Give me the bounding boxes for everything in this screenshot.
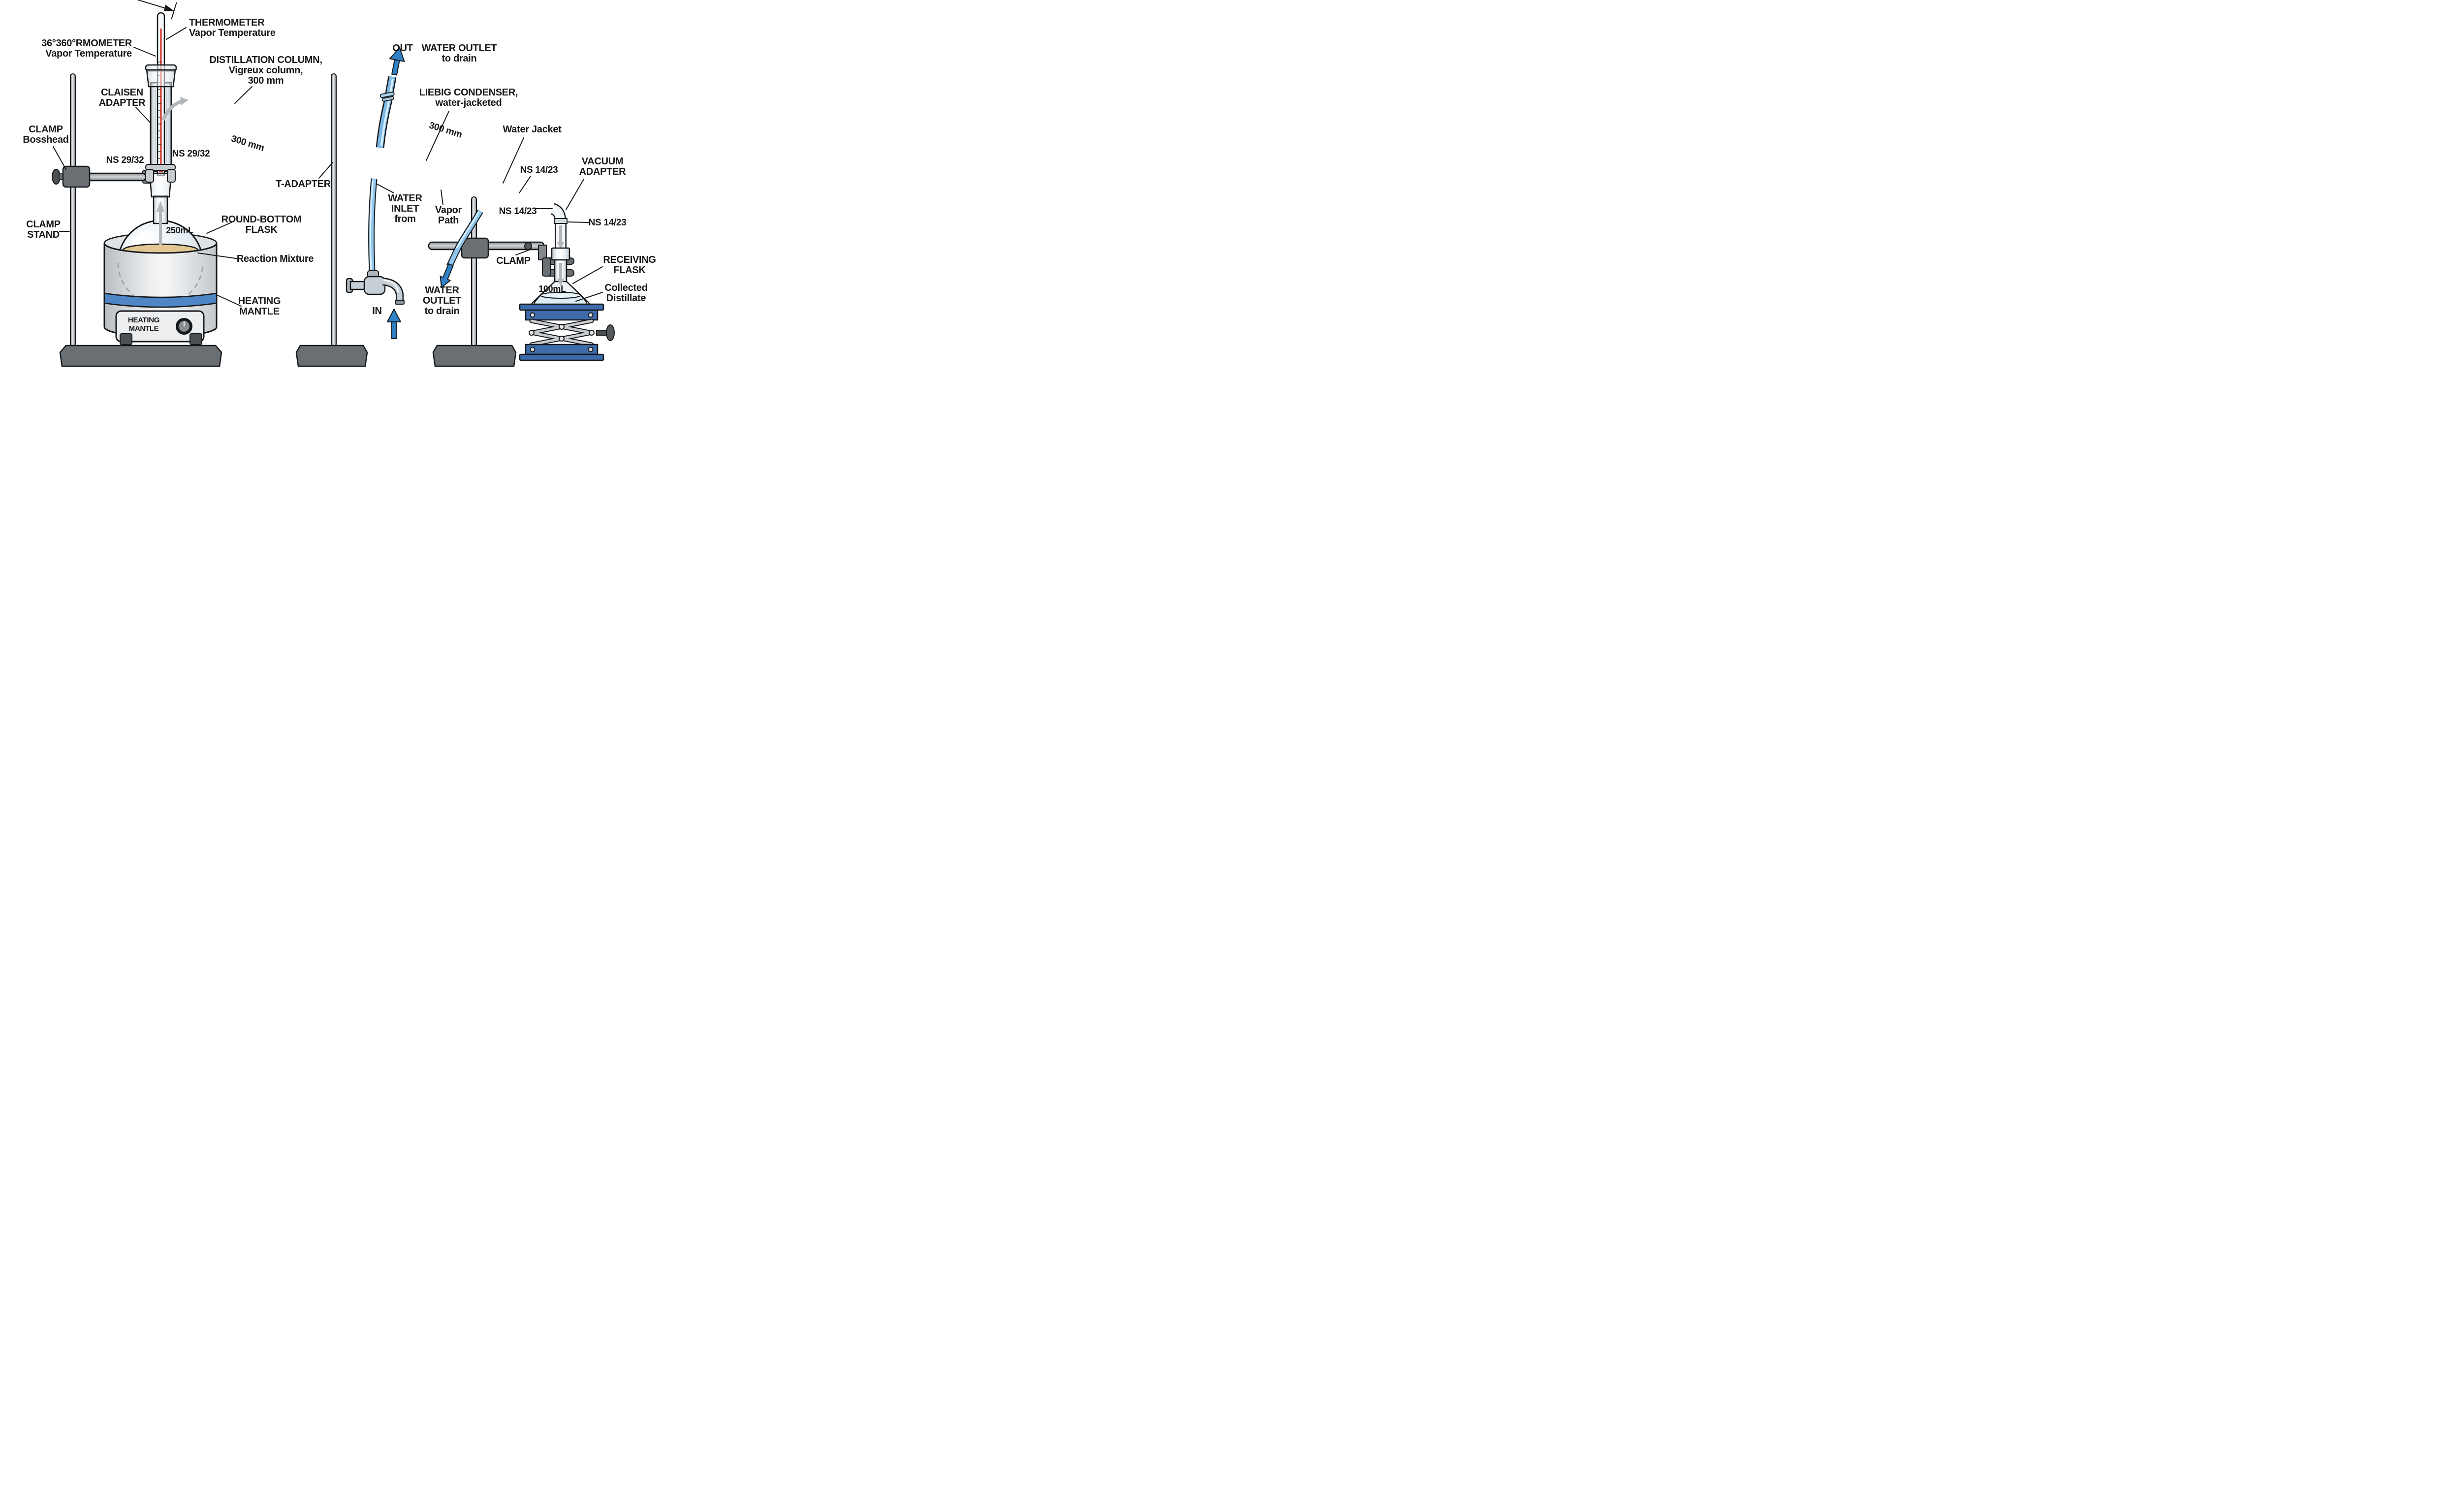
jack-knob: [606, 324, 615, 341]
label-claisen-adapter: CLAISEN ADAPTER: [98, 87, 146, 109]
label-ns-1423-top: NS 14/23: [520, 165, 558, 175]
label-receiving-flask: RECEIVING FLASK: [603, 254, 656, 276]
label-reaction-mixture: Reaction Mixture: [236, 253, 314, 264]
drain-arrow: [440, 263, 454, 288]
distillation-diagram: THERMOMETER Vapor Temperature 36°360°RMO…: [0, 0, 677, 378]
label-water-outlet-bottom: WATER OUTLET to drain: [422, 285, 462, 317]
thermometer-joint: [146, 69, 176, 88]
label-water-outlet-top: WATER OUTLET to drain: [421, 43, 497, 64]
label-vapor-path: Vapor Path: [435, 205, 462, 226]
flask-joint: [551, 247, 570, 261]
label-out: OUT: [392, 43, 413, 54]
ns-14-23-ring: [554, 218, 568, 224]
label-clamp-stand: CLAMP STAND: [26, 219, 61, 241]
vapor-turn-arrow: [161, 99, 182, 121]
label-flask-volume: 250mL: [166, 225, 193, 235]
label-t-adapter: T-ADAPTER: [276, 179, 331, 189]
lab-jack: [519, 303, 615, 361]
apparatus-illustration: [49, 0, 615, 367]
thermometer-red-column: [160, 29, 162, 165]
out-arrow: [389, 47, 405, 76]
thermometer: [157, 12, 165, 176]
label-collected-distillate: Collected Distillate: [604, 283, 648, 304]
label-clamp-bosshead: CLAMP Bosshead: [23, 124, 69, 146]
label-in: IN: [372, 306, 382, 316]
label-liebig-condenser: LIEBIG CONDENSER, water-jacketed: [419, 87, 518, 109]
leader-lines: [53, 27, 603, 307]
mantle-band: [103, 292, 218, 308]
column-dimension: [49, 0, 177, 20]
clamp-stands: [59, 73, 517, 367]
left-clamp: [52, 165, 153, 188]
label-ns-2932-right: NS 29/32: [172, 149, 210, 159]
label-ns-1423-mid: NS 14/23: [499, 206, 537, 217]
flask-neck: [153, 195, 168, 245]
label-water-inlet: WATER INLET from: [388, 193, 422, 225]
label-thermometer-left: 36°360°RMOMETER Vapor Temperature: [41, 38, 132, 60]
valve-body: [363, 276, 386, 295]
label-heating-mantle: HEATING MANTLE: [238, 296, 281, 317]
label-clamp-right: CLAMP: [496, 255, 531, 266]
label-ns-1423-low: NS 14/23: [588, 218, 627, 228]
label-distillation-column: DISTILLATION COLUMN, Vigreux column, 300…: [209, 55, 322, 87]
in-arrow: [387, 309, 401, 339]
heating-mantle-device-text: HEATING MANTLE: [127, 316, 160, 333]
drain-tube: [440, 209, 483, 288]
faucet: [346, 270, 405, 339]
keck-clip: [145, 164, 176, 171]
label-receiver-volume: 100mL: [538, 284, 566, 294]
bosshead: [62, 165, 91, 188]
water-inlet-tube: [368, 178, 378, 272]
label-round-bottom-flask: ROUND-BOTTOM FLASK: [221, 214, 302, 236]
ns-29-32-joint: [149, 172, 172, 198]
vapor-up-arrow: [157, 201, 164, 212]
bosshead: [461, 237, 489, 259]
claisen-joints: [145, 64, 189, 198]
vigreux-column: [49, 0, 177, 20]
vacuum-adapter: [550, 203, 568, 249]
water-out-tube: [376, 47, 405, 148]
label-ns-2932-left: NS 29/32: [106, 155, 144, 165]
label-vacuum-adapter: VACUUM ADAPTER: [579, 156, 626, 178]
label-water-jacket: Water Jacket: [503, 124, 562, 135]
heating-mantle: [103, 220, 218, 345]
label-thermometer: THERMOMETER Vapor Temperature: [189, 17, 276, 39]
spout-tip: [395, 300, 405, 305]
receiving-flask: [531, 247, 591, 307]
